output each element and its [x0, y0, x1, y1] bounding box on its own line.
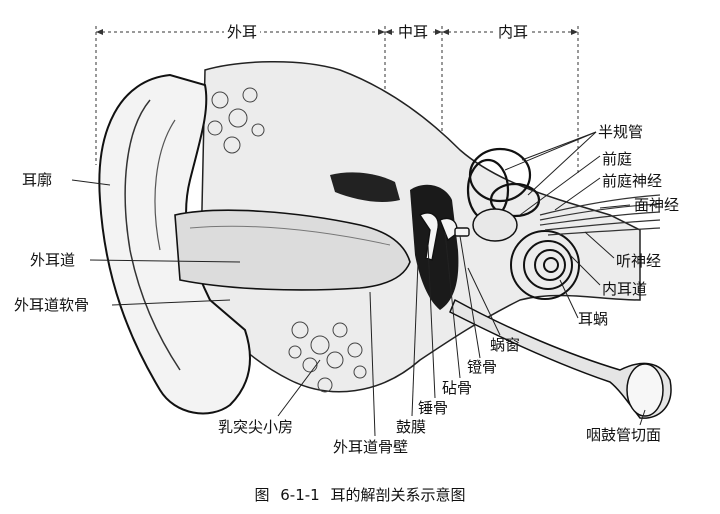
ossicles [418, 212, 470, 261]
bone-cells [192, 87, 367, 393]
label-semicircular-canals: 半规管 [598, 123, 644, 141]
leader-lines [71, 131, 646, 437]
label-malleus: 锤骨 [418, 399, 449, 417]
section-inner-ear: 内耳 [495, 23, 532, 41]
auricle-shape [98, 73, 251, 415]
section-middle-ear: 中耳 [395, 23, 432, 41]
label-tympanic-membrane: 鼓膜 [396, 418, 427, 436]
label-vestibular-nerve: 前庭神经 [602, 172, 663, 190]
label-vestibule: 前庭 [602, 150, 633, 168]
antihelix-fold [154, 119, 176, 251]
label-cochlear-window: 蜗窗 [490, 336, 521, 354]
label-auricle: 耳廓 [22, 171, 53, 189]
helix-fold [124, 99, 181, 371]
nerve-bundle [539, 194, 661, 236]
label-external-canal-bony-wall: 外耳道骨壁 [333, 438, 409, 456]
cochlea-spiral [510, 230, 580, 300]
label-cochlea: 耳蜗 [578, 310, 609, 328]
section-arrowheads [96, 29, 578, 35]
label-incus: 砧骨 [442, 379, 473, 397]
figure-caption: 图 6-1-1 耳的解剖关系示意图 [254, 486, 466, 504]
eustachian-cross-section [626, 363, 664, 417]
label-eustachian-section: 咽鼓管切面 [586, 426, 662, 444]
label-internal-canal: 内耳道 [602, 280, 648, 298]
vestibule-shape [472, 208, 518, 242]
label-facial-nerve: 面神经 [634, 196, 680, 214]
external-canal-shape [174, 209, 411, 291]
canal-shading [189, 225, 391, 246]
semicircular-canals-shape [466, 147, 541, 222]
label-stapes: 镫骨 [467, 358, 498, 376]
eustachian-tube-shape [449, 298, 672, 419]
label-external-canal: 外耳道 [30, 251, 76, 269]
epitympanum [330, 172, 400, 203]
section-outer-ear: 外耳 [224, 23, 261, 41]
label-external-canal-cartilage: 外耳道软骨 [14, 296, 90, 314]
label-mastoid-cells: 乳突尖小房 [218, 418, 294, 436]
label-auditory-nerve: 听神经 [616, 252, 662, 270]
